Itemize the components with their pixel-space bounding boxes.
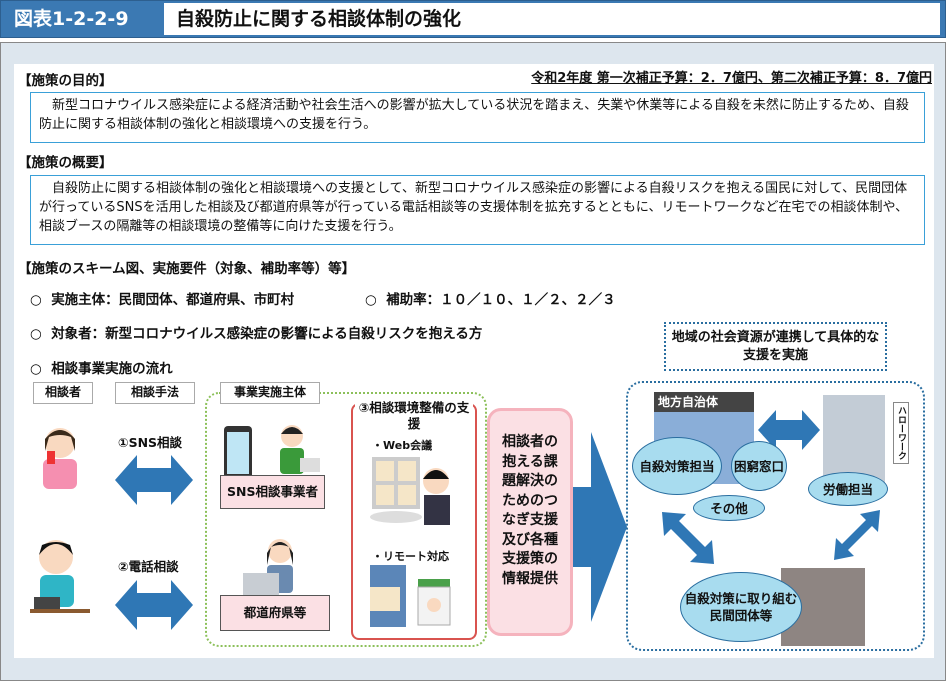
overview-heading: 【施策の概要】: [18, 155, 113, 171]
woman-smartphone-icon: [43, 428, 77, 489]
bullet-icon: ○: [30, 326, 42, 342]
web-meeting-label: ・Web会議: [372, 439, 433, 452]
purpose-box: 新型コロナウイルス感染症による経済活動や社会生活への影響が拡大している状況を踏ま…: [30, 92, 925, 143]
sns-consult-label: ①SNS相談: [118, 435, 183, 450]
flow-text: 相談事業実施の流れ: [51, 361, 173, 377]
web-meeting-illustration: [370, 457, 450, 525]
page-title: 自殺防止に関する相談体制の強化: [164, 3, 940, 35]
local-gov-sign: 地方自治体: [654, 392, 754, 412]
consulter-label: 相談者: [33, 382, 93, 404]
labor-dept-ellipse: 労働担当: [808, 472, 888, 506]
regional-note: 地域の社会資源が連携して具体的な支援を実施: [664, 322, 887, 371]
phone-consult-label: ②電話相談: [118, 559, 179, 574]
bullet-icon: ○: [30, 292, 42, 308]
poverty-window-ellipse: 困窮窓口: [731, 441, 787, 491]
man-telephone-icon: [30, 540, 90, 613]
diagonal-double-arrow-icon: [834, 510, 880, 560]
budget-text: 令和2年度 第一次補正予算：2．7億円、第二次補正予算：8．7億円: [531, 71, 932, 86]
bullet-icon: ○: [365, 292, 377, 308]
sns-operator-illustration: [224, 425, 320, 482]
content-area: [14, 64, 934, 658]
npo-ellipse: 自殺対策に取り組む民間団体等: [680, 572, 802, 642]
sns-operator-desk: SNS相談事業者: [220, 475, 325, 509]
environment-support-title: ③相談環境整備の支援: [355, 400, 473, 432]
linkage-box: 相談者の抱える課題解決のためのつなぎ支援及び各種支援策の情報提供: [487, 408, 573, 636]
prefecture-desk: 都道府県等: [220, 595, 330, 631]
implementer-text: 実施主体：民間団体、都道府県、市町村: [51, 292, 295, 308]
subsidy-text: 補助率：１０／１０、１／２、２／３: [386, 292, 616, 308]
regional-group: [626, 381, 925, 651]
hellowork-sign: ハローワーク: [893, 402, 909, 464]
overview-box: 自殺防止に関する相談体制の強化と相談環境への支援として、新型コロナウイルス感染症…: [30, 175, 925, 245]
double-arrow-icon: [115, 580, 193, 630]
target-text: 対象者：新型コロナウイルス感染症の影響による自殺リスクを抱える方: [51, 326, 483, 342]
scheme-heading: 【施策のスキーム図、実施要件（対象、補助率等）等】: [18, 261, 356, 277]
bullet-icon: ○: [30, 361, 42, 377]
operator-group: [205, 392, 487, 647]
remote-label: ・リモート対応: [372, 550, 449, 563]
operator-label: 事業実施主体: [220, 382, 320, 404]
other-ellipse: その他: [693, 495, 765, 521]
diagonal-double-arrow-icon: [662, 512, 714, 564]
purpose-heading: 【施策の目的】: [18, 73, 113, 89]
double-arrow-icon: [115, 455, 193, 505]
suicide-dept-ellipse: 自殺対策担当: [632, 437, 722, 495]
remote-work-illustration: [370, 565, 451, 627]
prefecture-operator-illustration: [243, 539, 293, 595]
big-right-arrow-icon: [573, 432, 627, 622]
figure-number: 図表1-2-2-9: [14, 8, 129, 30]
method-label: 相談手法: [115, 382, 195, 404]
double-arrow-icon: [758, 410, 820, 450]
